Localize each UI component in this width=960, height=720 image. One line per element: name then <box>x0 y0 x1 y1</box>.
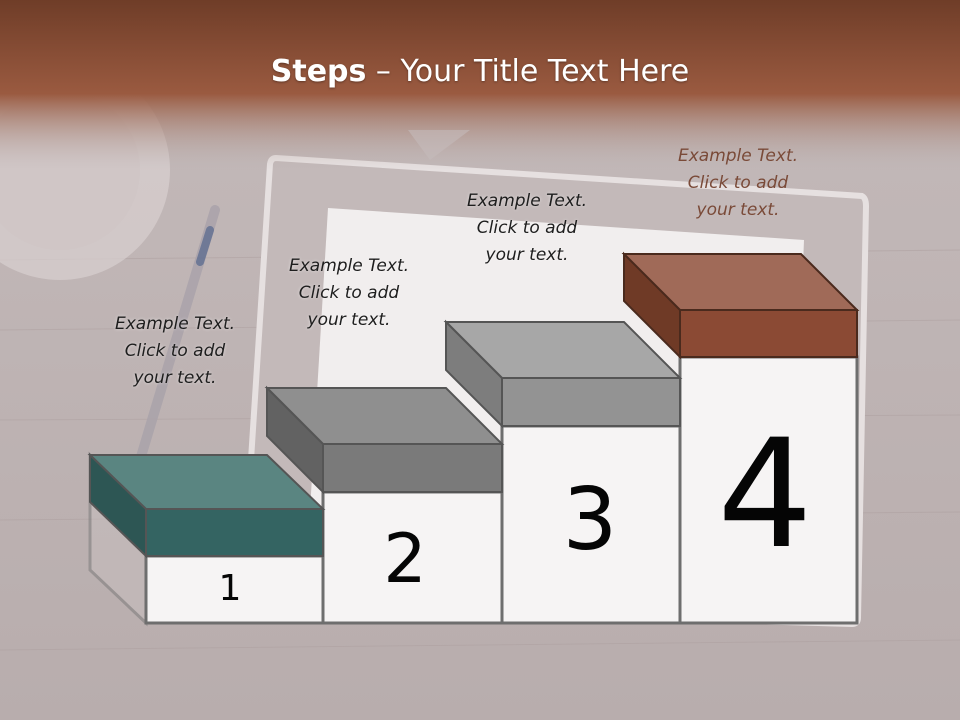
caption-line: Example Text. <box>288 256 410 276</box>
caption-line: Click to add <box>476 218 578 238</box>
caption-line: Click to add <box>298 283 400 303</box>
caption-line: your text. <box>307 310 391 330</box>
step-1-block[interactable] <box>87 452 326 559</box>
step-1-number: 1 <box>218 568 242 609</box>
step-4-block[interactable] <box>621 251 860 360</box>
step-2-number: 2 <box>383 520 427 599</box>
step-1-caption[interactable]: Example Text. Click to add your text. <box>95 311 255 392</box>
caption-line: your text. <box>696 200 780 220</box>
step-2-column <box>321 490 504 625</box>
step-3-column <box>500 424 682 625</box>
step-2-block[interactable] <box>264 385 505 495</box>
title-rest: – Your Title Text Here <box>366 54 690 89</box>
step-3-block[interactable] <box>443 319 683 429</box>
step-3-caption[interactable]: Example Text. Click to add your text. <box>447 188 607 269</box>
step-4-column <box>678 355 859 625</box>
step-3-number: 3 <box>562 470 618 570</box>
caption-line: Example Text. <box>466 191 588 211</box>
caption-line: your text. <box>485 245 569 265</box>
caption-line: Click to add <box>124 341 226 361</box>
step-4-number: 4 <box>717 408 813 582</box>
title-bold: Steps <box>270 54 367 89</box>
caption-line: Click to add <box>687 173 789 193</box>
slide-title[interactable]: Steps – Your Title Text Here <box>0 54 960 89</box>
step-1-column <box>144 554 325 625</box>
caption-line: Example Text. <box>677 146 799 166</box>
caption-line: Example Text. <box>114 314 236 334</box>
step-2-caption[interactable]: Example Text. Click to add your text. <box>269 253 429 334</box>
caption-line: your text. <box>133 368 217 388</box>
step-4-caption[interactable]: Example Text. Click to add your text. <box>658 143 818 224</box>
